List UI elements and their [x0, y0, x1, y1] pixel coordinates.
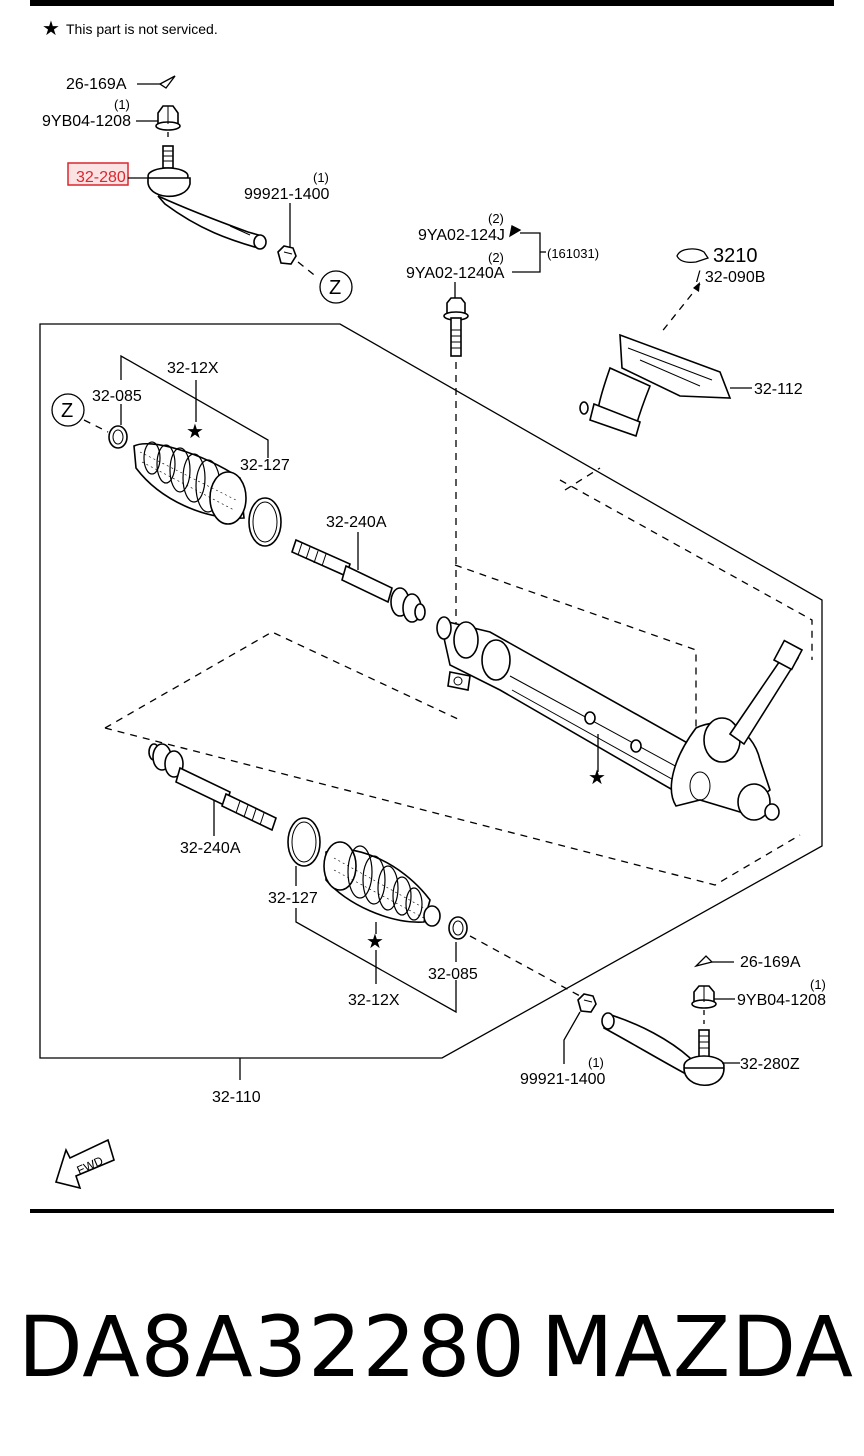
highlight-box: [67, 162, 129, 186]
caption: DA8A32280 MAZDA: [18, 1292, 854, 1402]
ref-z-top: Z: [329, 277, 341, 299]
nut-bottom: [577, 993, 597, 1013]
qty-9ya02-124j: (2): [488, 211, 504, 226]
rack-boot-upper: [133, 441, 247, 525]
label-32-280-highlighted: 32-280: [76, 169, 126, 186]
ref-z-circle-top: [319, 270, 353, 304]
mounting-bolt: [443, 297, 469, 357]
caption-brand: MAZDA: [540, 1298, 854, 1396]
torque-arrow-icon: [137, 75, 176, 89]
inner-tie-rod-lower: [148, 743, 277, 832]
qty-99921-bottom: (1): [588, 1055, 604, 1070]
steering-column-boot: [579, 333, 732, 438]
label-32-085-top: 32-085: [92, 388, 142, 405]
label-9yb04-1208-top: 9YB04-1208: [42, 113, 131, 130]
label-32-12x-bottom: 32-12X: [348, 992, 400, 1009]
label-99921-1400-top: 99921-1400: [244, 186, 330, 203]
label-26-169a-top: 26-169A: [66, 76, 127, 93]
star-icon-upper-kit: ★: [186, 421, 204, 443]
label-32-240a-bottom: 32-240A: [180, 840, 241, 857]
boot-clamp-lower: [448, 916, 468, 940]
tie-rod-end-top: [147, 145, 267, 250]
steering-rack-housing: [436, 616, 804, 821]
rack-boot-lower: [323, 841, 441, 927]
label-32-12x-top: 32-12X: [167, 360, 219, 377]
ref-z-left: Z: [61, 400, 73, 422]
boot-band-lower: [287, 817, 321, 867]
caption-part-number: DA8A32280: [18, 1298, 526, 1396]
assembly-frame: [39, 323, 823, 1059]
qty-9yb04-bottom: (1): [810, 977, 826, 992]
tie-rod-end-bottom: [601, 1012, 725, 1087]
flange-nut-top: [155, 105, 181, 131]
inner-tie-rod-upper: [291, 538, 426, 623]
top-rule: [30, 0, 834, 6]
bottom-rule: [30, 1209, 834, 1213]
label-9ya02-1240a: 9YA02-1240A: [406, 265, 505, 282]
ref-z-circle-left: [51, 393, 85, 427]
star-icon-rack: ★: [588, 767, 606, 789]
boot-band-upper: [248, 497, 282, 547]
hand-pointer-icon: [676, 248, 710, 263]
label-9ya02-124j: 9YA02-124J: [418, 227, 505, 244]
star-icon-lower-kit: ★: [366, 931, 384, 953]
legend-note: This part is not serviced.: [66, 21, 218, 37]
label-9yb04-1208-bottom: 9YB04-1208: [737, 992, 826, 1009]
label-32-127-bottom: 32-127: [268, 890, 318, 907]
label-26-169a-bottom: 26-169A: [740, 954, 801, 971]
label-32-110: 32-110: [212, 1089, 261, 1106]
label-32-090b: / 32-090B: [696, 269, 765, 286]
label-99921-1400-bottom: 99921-1400: [520, 1071, 606, 1088]
parts-diagram: ★ This part is not serviced. 26-169A (1)…: [30, 0, 834, 1213]
qty-99921-top: (1): [313, 170, 329, 185]
fwd-arrow-icon: FWD: [54, 1138, 115, 1190]
label-32-240a-top: 32-240A: [326, 514, 387, 531]
qty-9ya02-1240a: (2): [488, 250, 504, 265]
label-32-112: 32-112: [754, 381, 803, 398]
label-3210: 3210: [713, 245, 758, 267]
label-32-280z: 32-280Z: [740, 1056, 800, 1073]
star-icon: ★: [42, 18, 60, 40]
label-32-127-top: 32-127: [240, 457, 290, 474]
boot-clamp-upper: [108, 425, 128, 449]
flange-nut-bottom: [691, 985, 717, 1009]
torque-arrow-icon-bottom: [693, 955, 734, 968]
label-161031: (161031): [547, 246, 599, 261]
nut-top: [277, 245, 297, 265]
label-32-085-bottom: 32-085: [428, 966, 478, 983]
qty-9yb04-top: (1): [114, 97, 130, 112]
